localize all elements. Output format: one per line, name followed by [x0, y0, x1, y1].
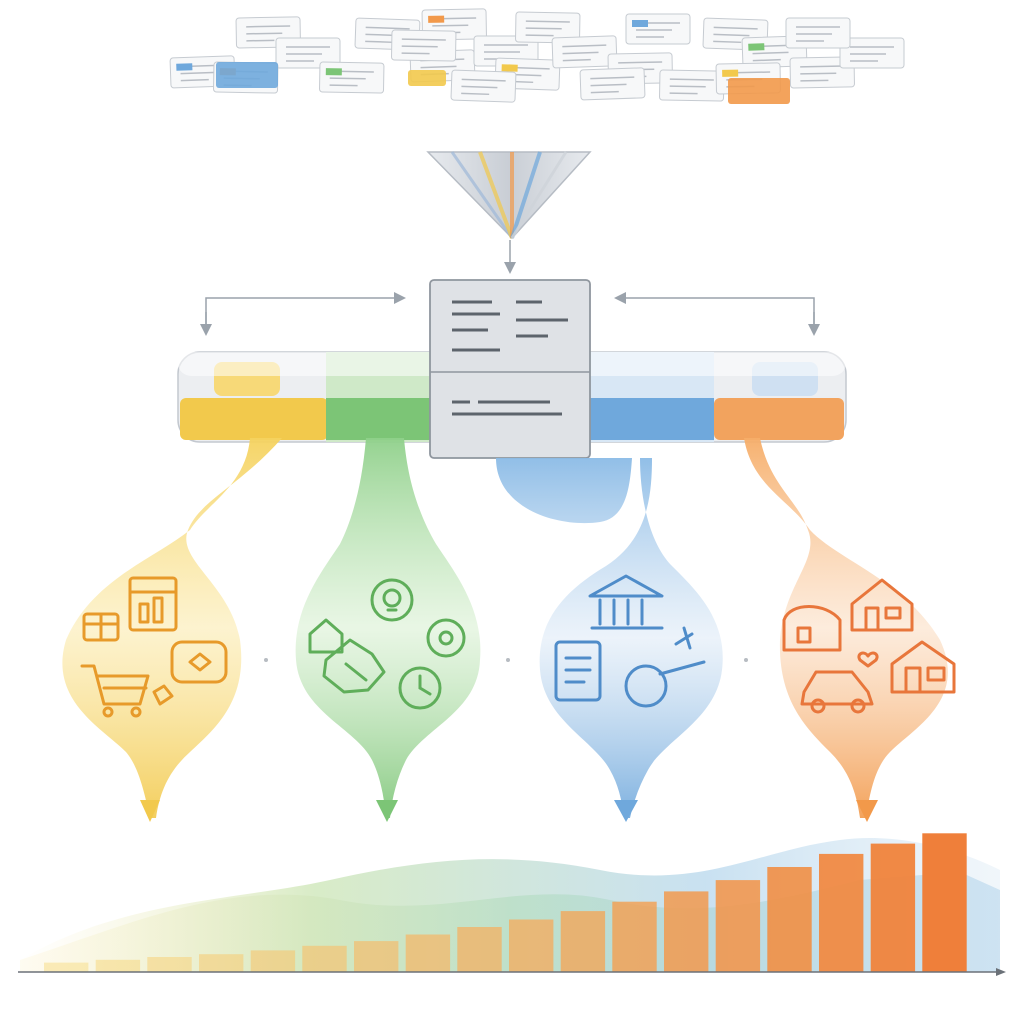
- chart-bar: [302, 945, 347, 973]
- x-axis-arrow-icon: [996, 968, 1006, 976]
- gift-box-icon: [82, 612, 120, 642]
- chart-bar: [509, 919, 554, 972]
- retail-arrow-icon: [140, 800, 160, 822]
- document-sheet: [579, 67, 646, 101]
- chart-bar: [147, 957, 192, 972]
- funnel-icon: [426, 151, 592, 274]
- document-sheet: [839, 37, 905, 69]
- processing-panel: [429, 279, 591, 459]
- house-icon: [890, 640, 956, 694]
- document-pile: [169, 8, 905, 104]
- chart-bar: [922, 833, 967, 973]
- shopping-cart-icon: [80, 664, 150, 718]
- colored-document-block: [728, 78, 790, 104]
- growth-bar-chart: [44, 833, 967, 973]
- home-icon: [850, 578, 914, 632]
- consumer-segment-droplet: [744, 438, 948, 822]
- colored-document-block: [408, 70, 446, 86]
- services-arrow-icon: [614, 800, 638, 822]
- consumer-arrow-icon: [856, 800, 878, 822]
- chart-bar: [354, 941, 399, 972]
- chart-bar: [819, 853, 864, 972]
- clock-icon: [398, 666, 442, 710]
- document-sheet: [515, 11, 581, 44]
- storefront-icon: [128, 576, 178, 632]
- segmentation-pipe: [177, 351, 847, 443]
- left-feedback-arrow: [200, 292, 406, 336]
- document-sheet: [785, 17, 851, 49]
- clipboard-icon: [554, 640, 602, 702]
- chart-bar: [715, 880, 761, 972]
- chart-bar: [250, 950, 296, 972]
- chart-bar: [95, 959, 141, 972]
- document-sheet: [789, 56, 855, 89]
- services-segment-droplet: [496, 458, 723, 822]
- cottage-icon: [782, 605, 842, 652]
- wrench-icon: [674, 626, 694, 650]
- right-feedback-arrow: [614, 292, 820, 336]
- wallet-icon: [170, 640, 228, 684]
- colored-document-block: [216, 62, 278, 88]
- document-sheet: [275, 37, 341, 69]
- chart-bar: [457, 927, 502, 972]
- chart-bar: [405, 934, 451, 972]
- lightbulb-gear-icon: [370, 578, 414, 622]
- document-sheet: [551, 35, 618, 69]
- document-sheet: [450, 69, 517, 103]
- business-arrow-icon: [376, 800, 398, 822]
- business-segment-droplet: [295, 438, 481, 822]
- document-sheet: [625, 13, 691, 45]
- chart-bar: [767, 867, 812, 972]
- document-sheet: [391, 29, 457, 62]
- chart-bar: [612, 901, 657, 972]
- settings-gear-icon: [426, 618, 466, 658]
- separator-dots: [264, 658, 748, 662]
- chart-bar: [199, 954, 244, 972]
- chart-bar: [870, 843, 916, 972]
- chart-bar: [560, 911, 606, 972]
- x-axis: [18, 968, 1006, 976]
- document-sheet: [319, 61, 385, 94]
- small-gem-icon: [152, 684, 174, 706]
- bank-building-icon: [588, 574, 664, 630]
- heart-icon: [857, 651, 879, 668]
- retail-segment-droplet: [62, 438, 283, 822]
- chart-bar: [664, 891, 709, 972]
- handshake-icon: [322, 638, 386, 694]
- magnifier-icon: [624, 660, 706, 708]
- house-icon: [308, 618, 344, 654]
- car-icon: [800, 670, 874, 714]
- chart-bar: [44, 962, 89, 972]
- panel-data-lines: [452, 300, 568, 416]
- document-sheet: [659, 69, 725, 102]
